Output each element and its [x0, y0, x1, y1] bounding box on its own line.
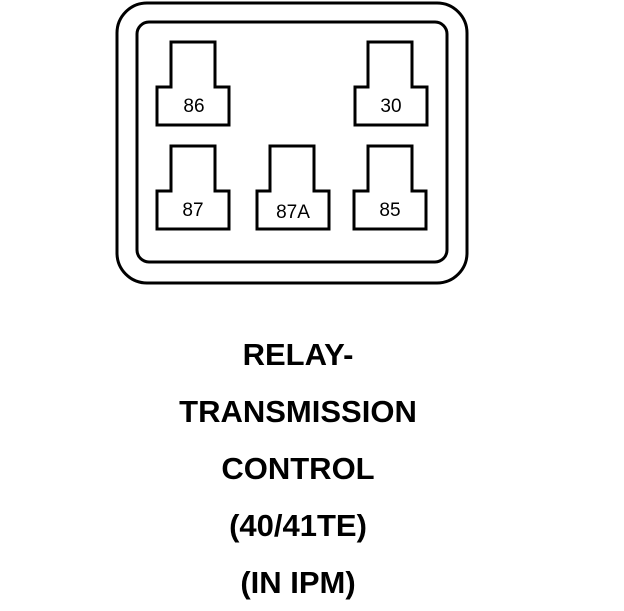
pin-87: 87 — [155, 144, 231, 231]
caption-line-location: (IN IPM) — [240, 565, 356, 600]
pin-86: 86 — [155, 40, 231, 127]
pin-label-30: 30 — [380, 96, 401, 117]
terminal-86-outline — [155, 40, 231, 127]
pin-85: 85 — [352, 144, 428, 231]
caption-line-model: (40/41TE) — [229, 508, 367, 543]
pin-label-87a: 87A — [276, 202, 310, 223]
relay-caption: RELAY- TRANSMISSION CONTROL (40/41TE) (I… — [0, 326, 596, 611]
relay-outer-housing — [115, 1, 469, 285]
relay-inner-housing — [135, 20, 449, 264]
caption-line-transmission: TRANSMISSION — [179, 394, 417, 429]
terminal-85-outline — [352, 144, 428, 231]
caption-line-relay: RELAY- — [242, 337, 354, 372]
terminal-30-outline — [353, 40, 429, 127]
pin-label-87: 87 — [182, 200, 203, 221]
terminal-87-outline — [155, 144, 231, 231]
pin-label-85: 85 — [379, 200, 400, 221]
pin-30: 30 — [353, 40, 429, 127]
pin-87a: 87A — [255, 144, 331, 231]
caption-line-control: CONTROL — [221, 451, 375, 486]
terminal-87a-outline — [255, 144, 331, 231]
pin-label-86: 86 — [183, 96, 204, 117]
